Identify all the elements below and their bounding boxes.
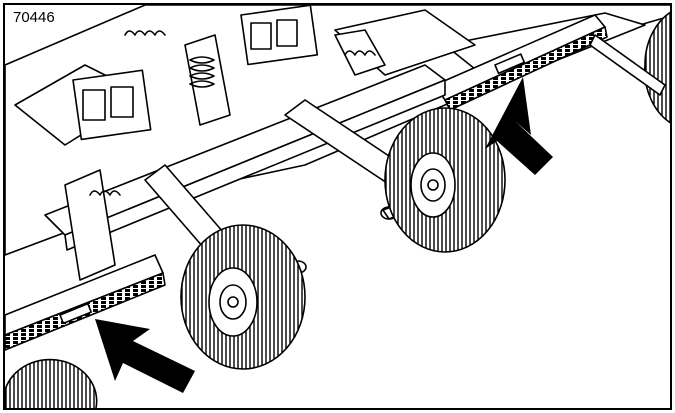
thick-arrow-up-left-icon [95, 319, 195, 393]
figure-number: 70446 [9, 9, 59, 27]
deck-edge-left [5, 254, 166, 351]
wheel-partial-bottom-left [5, 358, 98, 408]
wheel-partial-top-right [589, 11, 670, 124]
wheel-rear-right [384, 107, 506, 253]
lift-springs [89, 30, 376, 196]
mower-illustration [5, 5, 670, 408]
wheel-front-left [180, 224, 306, 370]
thick-arrow-up-left-icon [485, 77, 553, 175]
hitch-brackets [64, 5, 386, 281]
figure-frame: 70446 [3, 3, 672, 410]
